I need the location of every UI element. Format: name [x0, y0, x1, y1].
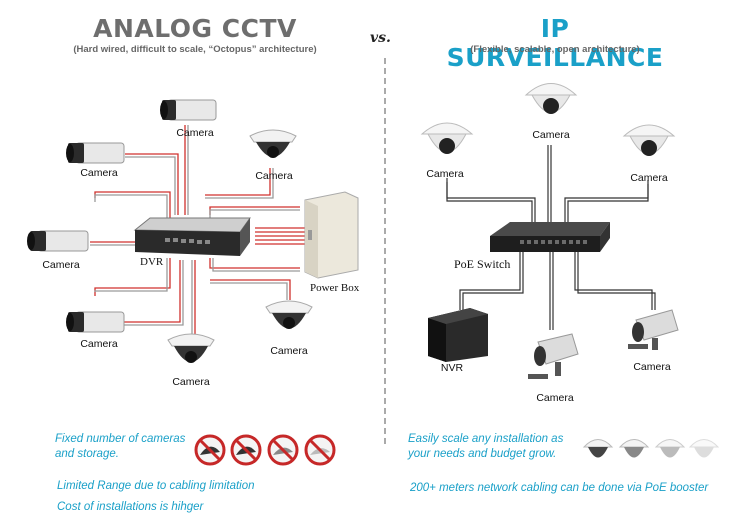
label-nvr: NVR [440, 362, 464, 374]
label-analog-camera-left: Camera [42, 259, 80, 271]
prohibited-camera-icon-3 [267, 434, 299, 466]
analog-dome-camera-lower-right [265, 300, 313, 329]
label-ip-camera-left: Camera [426, 168, 464, 180]
ip-bullet-camera-bottom [528, 333, 579, 379]
label-analog-camera-bottom: Camera [172, 376, 210, 388]
analog-box-camera-lower-left [66, 311, 125, 333]
prohibited-camera-icon-1 [194, 434, 226, 466]
ip-bullet-camera-bottom-right [628, 309, 679, 350]
label-analog-camera-lower-left: Camera [80, 338, 118, 350]
analog-dome-camera-bottom [167, 333, 215, 363]
ip-dome-camera-top [524, 83, 578, 114]
dome-camera-icon-2 [618, 439, 650, 458]
nvr-device [428, 308, 488, 362]
label-analog-camera-upper-left: Camera [80, 167, 118, 179]
analog-box-camera-top [160, 99, 217, 121]
vs-label: vs. [370, 30, 391, 46]
analog-subtitle: (Hard wired, difficult to scale, “Octopu… [73, 44, 317, 55]
poe-switch-device [490, 222, 610, 252]
dome-camera-icon-3 [654, 439, 686, 458]
ip-cables [446, 145, 656, 330]
label-ip-camera-bottom-right: Camera [633, 361, 671, 373]
power-box-device [304, 191, 359, 279]
note-limited-range: Limited Range due to cabling limitation [57, 480, 255, 492]
label-analog-camera-lower-right: Camera [270, 345, 308, 357]
label-dvr: DVR [140, 256, 164, 268]
label-analog-camera-dome-right: Camera [255, 170, 293, 182]
dome-camera-icon-1 [582, 439, 614, 458]
ip-title: IP SURVEILLANCE [446, 14, 664, 72]
analog-title: ANALOG CCTV [93, 14, 297, 43]
label-analog-camera-top: Camera [176, 127, 214, 139]
label-power-box: Power Box [310, 282, 360, 294]
ip-dome-camera-right [622, 124, 676, 156]
note-installation-cost: Cost of installations is hihger [57, 501, 204, 513]
label-ip-camera-bottom: Camera [536, 392, 574, 404]
label-ip-camera-right: Camera [630, 172, 668, 184]
dome-camera-icon-4 [688, 439, 720, 458]
prohibited-camera-icon-2 [230, 434, 262, 466]
analog-dome-camera-right [249, 129, 297, 158]
ip-dome-camera-left [420, 122, 474, 154]
analog-cables [90, 125, 305, 335]
prohibited-camera-icon-4 [304, 434, 336, 466]
analog-box-camera-upper-left [66, 142, 125, 164]
label-ip-camera-top: Camera [532, 129, 570, 141]
note-poe-cabling: 200+ meters network cabling can be done … [410, 482, 709, 494]
ip-subtitle: (Flexible, scalable, open architecture) [470, 44, 640, 55]
dvr-device [133, 217, 251, 256]
note-fixed-cameras: Fixed number of cameras and storage. [55, 433, 186, 460]
note-easily-scale: Easily scale any installation as your ne… [408, 433, 564, 460]
analog-box-camera-left [27, 230, 89, 252]
label-poe-switch: PoE Switch [454, 257, 511, 271]
